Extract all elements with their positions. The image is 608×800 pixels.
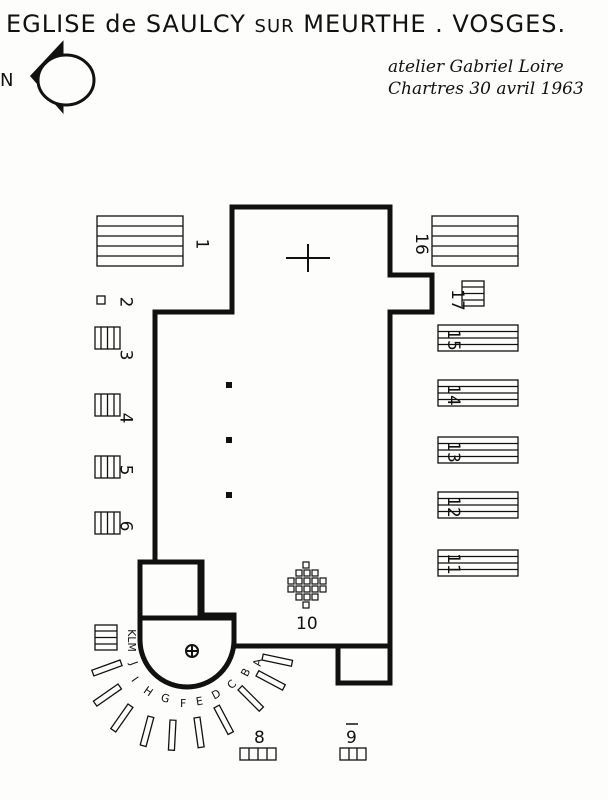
sacristy-block (335, 643, 393, 686)
apse (137, 615, 237, 690)
pillars (226, 382, 232, 498)
label-window-13: 13 (442, 441, 463, 463)
label-window-8: 8 (254, 728, 265, 748)
altar-cross-icon (286, 244, 330, 272)
circled-cross-icon (185, 644, 199, 658)
compass-icon (29, 40, 96, 114)
label-apse-f: F (180, 697, 187, 710)
atelier-signature: atelier Gabriel Loire Chartres 30 avril … (388, 56, 584, 100)
label-window-14: 14 (442, 384, 463, 406)
atelier-date: Chartres 30 avril 1963 (388, 79, 584, 99)
title-church: EGLISE de SAULCY (6, 10, 246, 38)
label-window-3: 3 (115, 349, 136, 361)
label-window-12: 12 (442, 496, 463, 518)
label-window-1: 1 (191, 238, 212, 250)
atelier-name: atelier Gabriel Loire (388, 57, 564, 77)
title-place: MEURTHE . VOSGES. (303, 10, 567, 38)
label-rose-window: 10 (296, 614, 318, 634)
window-9 (339, 747, 367, 761)
rose-window-icon (287, 561, 327, 609)
label-window-2: 2 (115, 296, 136, 308)
window-3 (94, 326, 121, 350)
window-klm (94, 624, 118, 651)
label-window-15: 15 (442, 329, 463, 351)
window-1 (96, 215, 184, 267)
label-window-9: 9 (346, 728, 357, 748)
label-window-17: 17 (446, 289, 467, 311)
church-outline (152, 204, 435, 686)
label-window-6: 6 (115, 520, 136, 532)
title-sur: SUR (254, 16, 295, 37)
window-16 (431, 215, 519, 267)
label-window-5: 5 (115, 464, 136, 476)
compass-north-letter: N (0, 70, 14, 91)
label-window-16: 16 (410, 233, 431, 255)
label-window-klm: KLM (124, 629, 138, 652)
label-window-11: 11 (442, 553, 463, 575)
tower-block (137, 559, 205, 621)
window-8 (239, 747, 277, 761)
label-window-4: 4 (115, 412, 136, 424)
plan-title: EGLISE de SAULCY SUR MEURTHE . VOSGES. (6, 10, 566, 38)
window-2 (96, 295, 106, 305)
